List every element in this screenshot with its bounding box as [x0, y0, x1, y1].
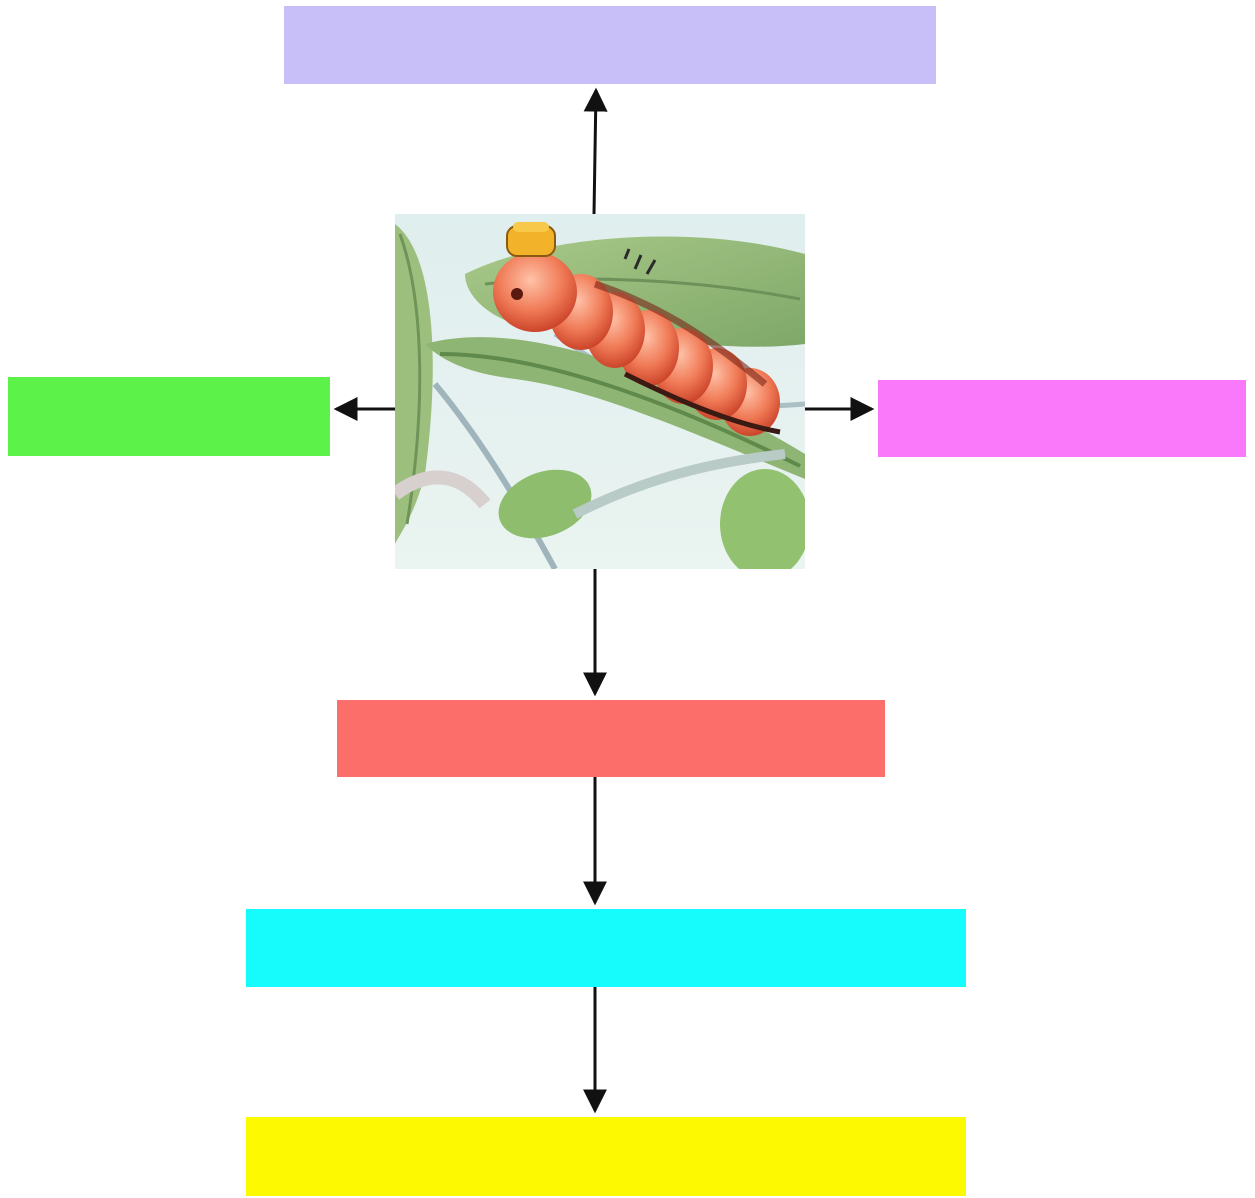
caterpillar	[493, 222, 781, 436]
leaf	[498, 469, 592, 539]
leaf	[720, 469, 805, 569]
right-box	[878, 380, 1246, 457]
top-box	[284, 6, 936, 84]
leaf	[395, 224, 433, 544]
branch	[572, 449, 786, 519]
leaf-vein	[439, 352, 801, 468]
branch	[395, 470, 491, 509]
middle-box	[337, 700, 885, 777]
lower-box	[246, 909, 966, 987]
arrow-to-top-box	[583, 87, 608, 215]
left-box	[8, 377, 330, 456]
caterpillar-on-leaf-illustration	[395, 214, 805, 569]
bottom-box	[246, 1117, 966, 1196]
leaf	[425, 337, 805, 479]
stem	[432, 382, 558, 569]
